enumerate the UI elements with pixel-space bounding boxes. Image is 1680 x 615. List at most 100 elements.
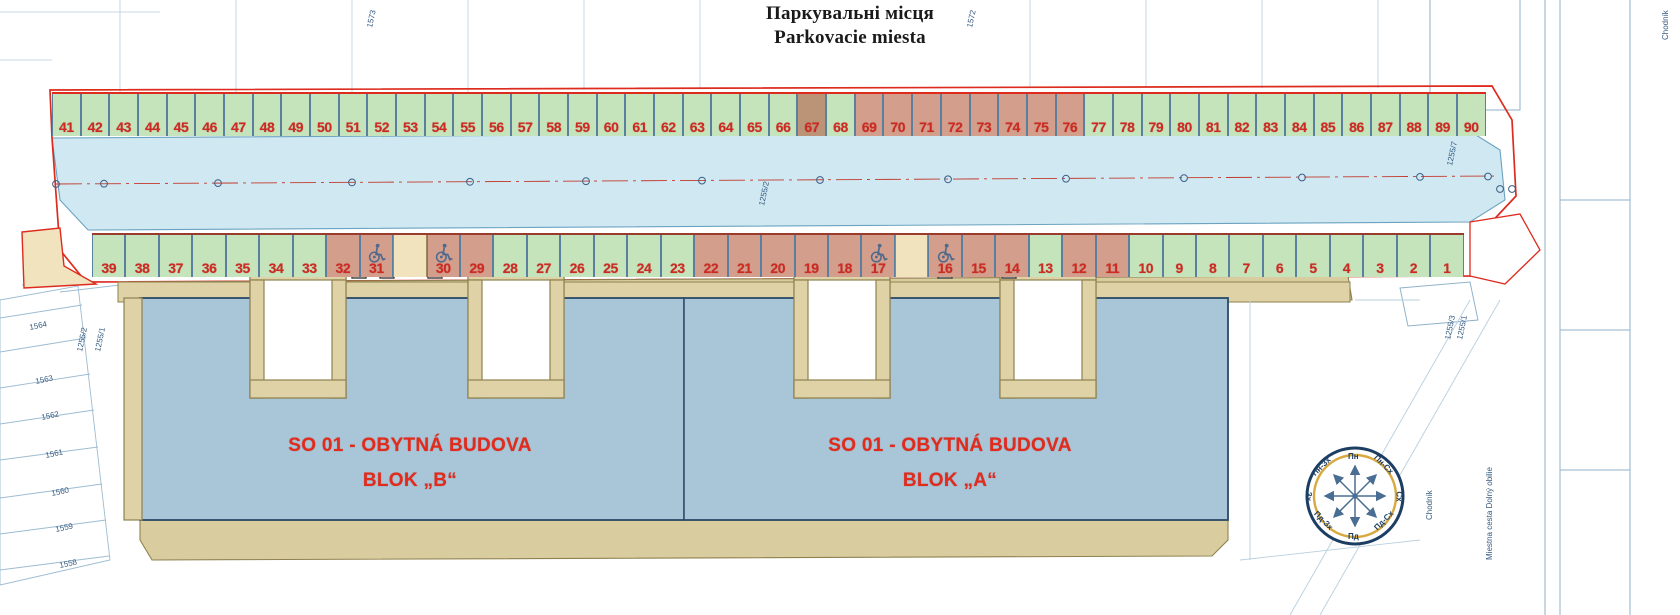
parking-space-21[interactable]: 21	[727, 235, 762, 277]
parking-space-8[interactable]: 8	[1195, 235, 1230, 277]
parking-space-25[interactable]: 25	[593, 235, 628, 277]
parking-space-83[interactable]: 83	[1256, 94, 1285, 136]
parking-space-87[interactable]: 87	[1370, 94, 1400, 136]
parking-space-68[interactable]: 68	[826, 94, 855, 136]
parking-space-38[interactable]: 38	[125, 235, 159, 277]
parking-space-85[interactable]: 85	[1313, 94, 1343, 136]
parking-space-71[interactable]: 71	[912, 94, 941, 136]
parking-space-50[interactable]: 50	[310, 94, 339, 136]
parking-space-79[interactable]: 79	[1141, 94, 1171, 136]
parking-space-82[interactable]: 82	[1227, 94, 1257, 136]
parking-space-number: 31	[368, 260, 384, 276]
parking-space-1[interactable]: 1	[1430, 235, 1464, 277]
parking-space-49[interactable]: 49	[281, 94, 311, 136]
parking-space-22[interactable]: 22	[694, 235, 728, 277]
parking-space-31[interactable]: 31	[359, 235, 394, 277]
compass-label-west: Зх	[1304, 491, 1314, 502]
parking-space-88[interactable]: 88	[1399, 94, 1429, 136]
parking-space-73[interactable]: 73	[969, 94, 999, 136]
parking-space-44[interactable]: 44	[138, 94, 167, 136]
parking-space-42[interactable]: 42	[80, 94, 110, 136]
parking-space-45[interactable]: 45	[166, 94, 196, 136]
parking-space-18[interactable]: 18	[827, 235, 862, 277]
parking-space-number: 54	[431, 119, 447, 135]
parking-space-number: 73	[976, 119, 992, 135]
parking-space-13[interactable]: 13	[1028, 235, 1063, 277]
parking-space-37[interactable]: 37	[158, 235, 193, 277]
parking-space-80[interactable]: 80	[1170, 94, 1199, 136]
parking-space-55[interactable]: 55	[453, 94, 483, 136]
parking-space-5[interactable]: 5	[1296, 235, 1330, 277]
parking-space-64[interactable]: 64	[711, 94, 741, 136]
parking-space-27[interactable]: 27	[526, 235, 561, 277]
parking-space-2[interactable]: 2	[1396, 235, 1431, 277]
parking-space-number: 76	[1062, 119, 1078, 135]
parking-space-24[interactable]: 24	[627, 235, 661, 277]
parking-space-number: 26	[569, 260, 585, 276]
parking-space-23[interactable]: 23	[660, 235, 695, 277]
parking-space-81[interactable]: 81	[1198, 94, 1228, 136]
parking-space-60[interactable]: 60	[596, 94, 626, 136]
parking-space-number: 34	[268, 260, 284, 276]
parking-space-34[interactable]: 34	[259, 235, 293, 277]
parking-space-70[interactable]: 70	[883, 94, 913, 136]
parking-space-77[interactable]: 77	[1084, 94, 1113, 136]
parking-space-33[interactable]: 33	[292, 235, 327, 277]
parking-space-69[interactable]: 69	[854, 94, 884, 136]
parking-space-74[interactable]: 74	[998, 94, 1027, 136]
parking-space-number: 72	[947, 119, 963, 135]
parking-space-3[interactable]: 3	[1363, 235, 1397, 277]
parking-space-35[interactable]: 35	[225, 235, 260, 277]
parking-space-75[interactable]: 75	[1026, 94, 1056, 136]
parking-space-48[interactable]: 48	[252, 94, 282, 136]
parking-space-14[interactable]: 14	[995, 235, 1029, 277]
parking-space-56[interactable]: 56	[482, 94, 511, 136]
parking-space-9[interactable]: 9	[1162, 235, 1196, 277]
parking-space-66[interactable]: 66	[768, 94, 798, 136]
parking-space-11[interactable]: 11	[1095, 235, 1130, 277]
parking-space-89[interactable]: 89	[1428, 94, 1457, 136]
parking-space-17[interactable]: 17	[861, 235, 895, 277]
parking-space-51[interactable]: 51	[338, 94, 368, 136]
compass-rose-graphic	[1305, 446, 1405, 546]
parking-space-28[interactable]: 28	[493, 235, 527, 277]
parking-space-84[interactable]: 84	[1284, 94, 1314, 136]
parking-space-20[interactable]: 20	[761, 235, 795, 277]
parking-space-65[interactable]: 65	[740, 94, 769, 136]
parking-space-6[interactable]: 6	[1262, 235, 1297, 277]
parking-space-63[interactable]: 63	[682, 94, 712, 136]
parking-space-32[interactable]: 32	[326, 235, 360, 277]
parking-space-52[interactable]: 52	[367, 94, 397, 136]
parking-space-19[interactable]: 19	[794, 235, 828, 277]
parking-space-76[interactable]: 76	[1055, 94, 1085, 136]
parking-space-30[interactable]: 30	[426, 235, 460, 277]
parking-space-12[interactable]: 12	[1062, 235, 1096, 277]
parking-space-36[interactable]: 36	[192, 235, 226, 277]
parking-space-62[interactable]: 62	[654, 94, 683, 136]
parking-space-59[interactable]: 59	[568, 94, 597, 136]
parking-space-86[interactable]: 86	[1342, 94, 1371, 136]
parking-space-46[interactable]: 46	[195, 94, 225, 136]
parking-space-number: 69	[861, 119, 877, 135]
parking-space-29[interactable]: 29	[459, 235, 494, 277]
parking-space-47[interactable]: 47	[224, 94, 253, 136]
parking-space-67[interactable]: 67	[797, 94, 827, 136]
parking-space-72[interactable]: 72	[940, 94, 970, 136]
parking-space-53[interactable]: 53	[396, 94, 425, 136]
parking-space-number: 75	[1033, 119, 1049, 135]
parking-space-54[interactable]: 54	[424, 94, 454, 136]
parking-space-41[interactable]: 41	[52, 94, 81, 136]
parking-space-43[interactable]: 43	[109, 94, 139, 136]
parking-space-26[interactable]: 26	[560, 235, 594, 277]
parking-space-61[interactable]: 61	[625, 94, 655, 136]
parking-space-10[interactable]: 10	[1129, 235, 1163, 277]
parking-space-7[interactable]: 7	[1229, 235, 1263, 277]
parking-space-4[interactable]: 4	[1329, 235, 1364, 277]
parking-space-78[interactable]: 78	[1112, 94, 1142, 136]
parking-space-15[interactable]: 15	[961, 235, 996, 277]
parking-space-57[interactable]: 57	[510, 94, 540, 136]
parking-space-39[interactable]: 39	[92, 235, 126, 277]
parking-space-16[interactable]: 16	[928, 235, 962, 277]
parking-space-90[interactable]: 90	[1456, 94, 1486, 136]
parking-space-58[interactable]: 58	[539, 94, 569, 136]
